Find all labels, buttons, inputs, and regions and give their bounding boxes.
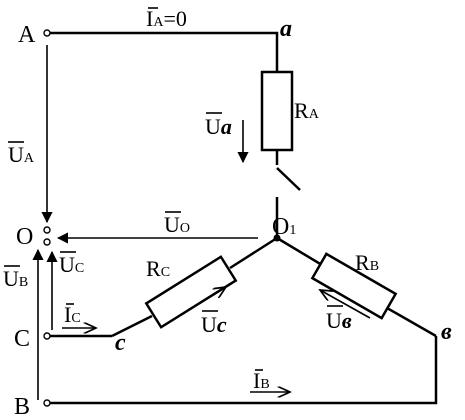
label-resistor-rb: RB [355, 250, 379, 275]
terminal-A [43, 29, 51, 37]
wire-rb-to-b [379, 302, 437, 338]
label-resistor-ra: RA [294, 98, 320, 123]
label-current-ia: IA=0 [146, 6, 187, 31]
label-voltage-ua: UA [8, 142, 35, 167]
label-voltage-uc: UC [59, 252, 84, 277]
terminal-C [43, 332, 51, 340]
wire-o1-to-rc [229, 236, 278, 270]
label-node-a: a [280, 16, 292, 42]
label-resistor-rc: RC [146, 256, 170, 281]
label-voltage-u-b: Uв [326, 308, 352, 333]
label-node-c: c [115, 330, 126, 356]
label-current-ic: IC [64, 302, 81, 327]
label-node-O: O [16, 224, 33, 250]
arrow-u-c [175, 287, 226, 319]
label-voltage-u-a: Ua [205, 114, 232, 139]
label-node-B: B [14, 394, 30, 420]
wire-b-to-B [50, 336, 438, 405]
open-switch [276, 167, 301, 191]
label-node-b: в [441, 319, 452, 345]
resistor-ra [260, 70, 294, 152]
label-current-ib: IB [253, 368, 270, 393]
node-o1-dot [273, 234, 281, 242]
label-voltage-uo: UO [164, 212, 190, 237]
terminal-O-upper [43, 226, 51, 234]
label-node-A: A [18, 22, 36, 48]
wire-o1-to-rb [276, 236, 328, 270]
label-voltage-u-c: Uc [201, 312, 227, 337]
label-node-C: C [14, 326, 30, 352]
label-node-o1: O1 [272, 214, 296, 240]
wire-rc-to-c [111, 314, 153, 338]
wire-line-a [50, 31, 279, 72]
label-voltage-ub: UB [3, 266, 28, 291]
arrow-u-b [320, 290, 371, 319]
resistor-rb [310, 252, 398, 320]
terminal-B [43, 399, 51, 407]
terminal-O-lower [43, 238, 51, 246]
